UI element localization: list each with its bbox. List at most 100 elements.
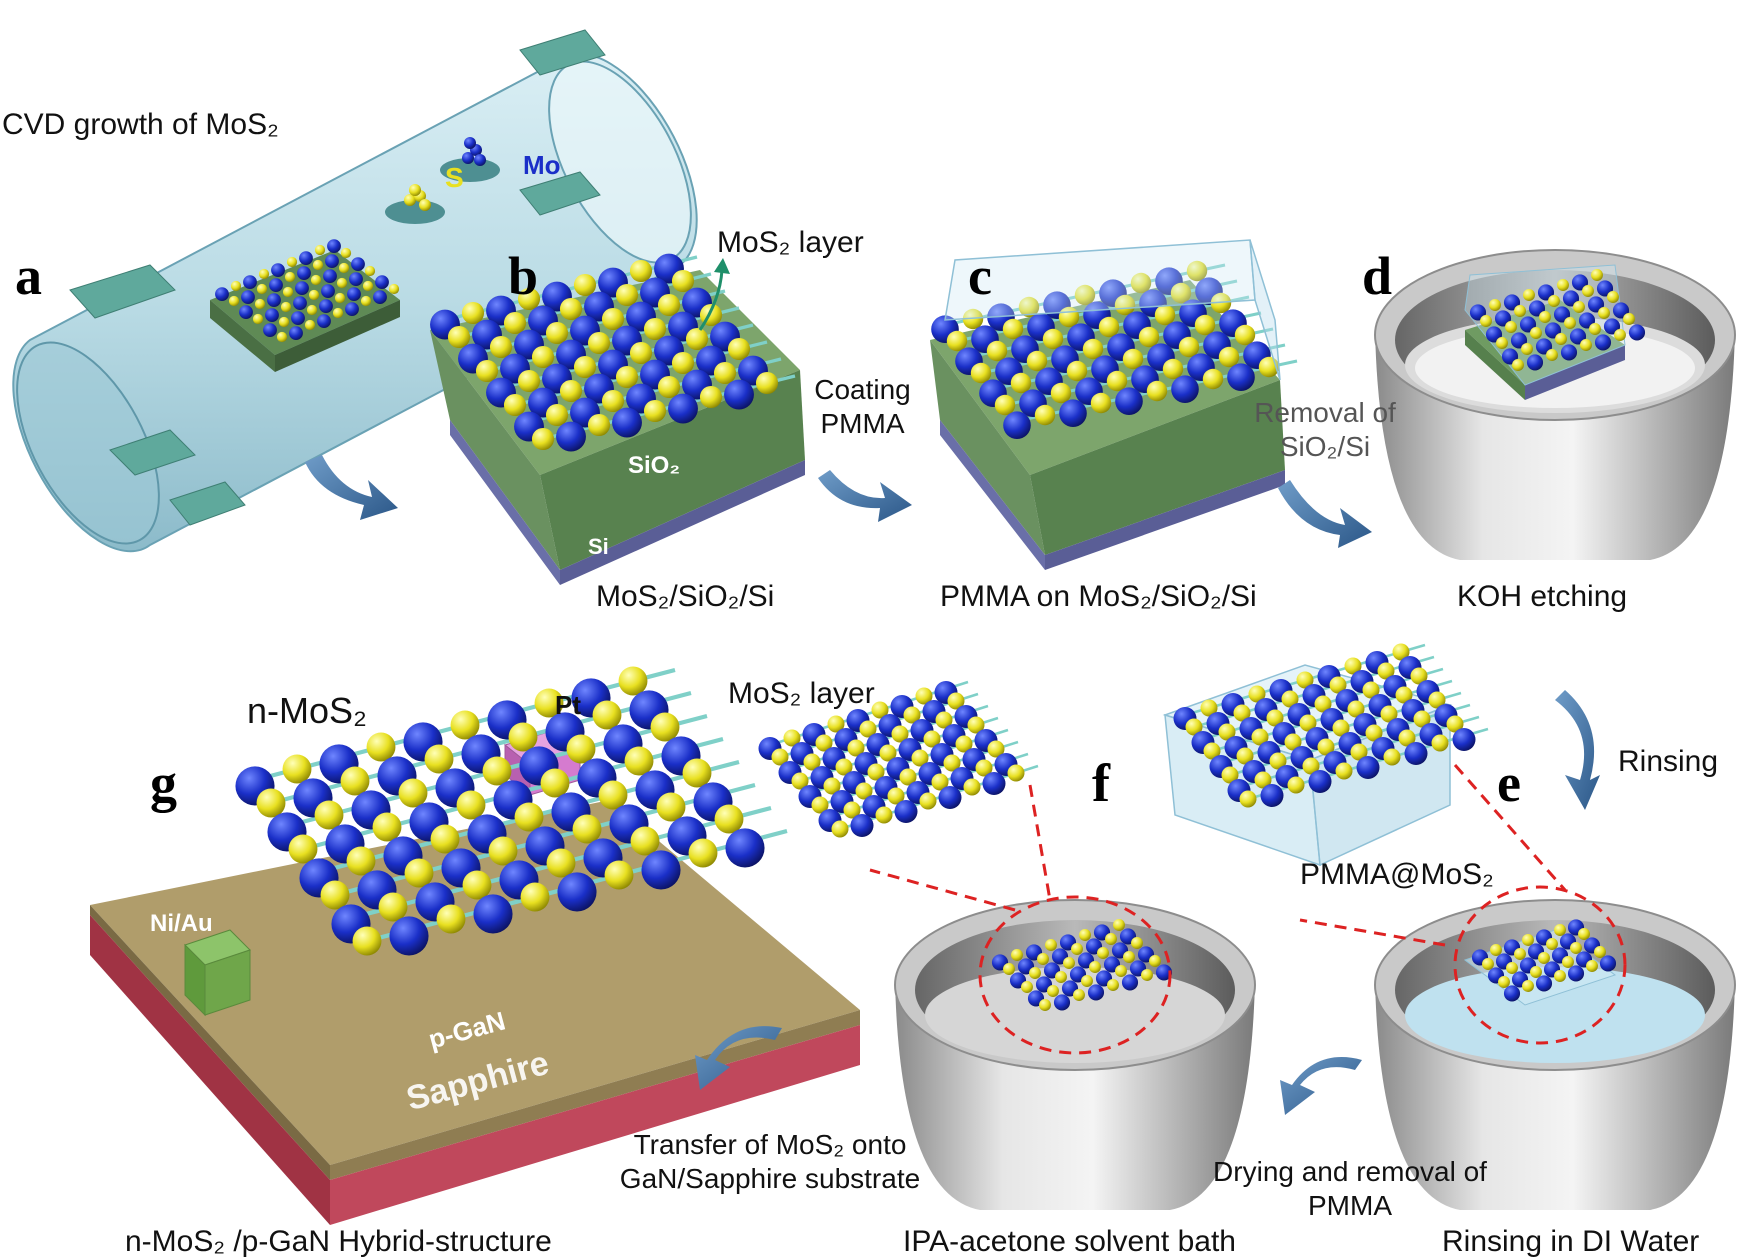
s-atom [531, 345, 555, 369]
mo-atom [1519, 316, 1537, 333]
mo-atom [1260, 784, 1284, 807]
s-atom [1490, 944, 1502, 956]
mo-atom [1121, 974, 1139, 991]
s-atom [1200, 699, 1218, 717]
s-atom [1123, 951, 1135, 963]
caption-g: n-MoS₂ /p-GaN Hybrid-structure [125, 1225, 552, 1258]
s-atom [1047, 985, 1059, 997]
caption-b: MoS₂/SiO₂/Si [596, 580, 775, 613]
s-atom [517, 369, 541, 393]
panel-label-e: e [1497, 753, 1521, 813]
mo-atom [291, 311, 305, 325]
beaker-f [894, 899, 1256, 1210]
mo-atom [243, 275, 257, 289]
mo-atom [668, 393, 698, 424]
s-atom [364, 265, 376, 277]
caption-f: IPA-acetone solvent bath [903, 1225, 1236, 1258]
s-atom [254, 298, 266, 310]
s-atom [657, 293, 681, 317]
mo-atom [1053, 994, 1071, 1011]
s-atom [1582, 285, 1594, 297]
s-atom [1350, 743, 1368, 761]
s-atom [1248, 685, 1266, 703]
s-atom [252, 313, 264, 325]
s-atom [1045, 939, 1057, 951]
s-atom [1034, 404, 1056, 426]
s-atom [503, 393, 527, 417]
mo-atom [1596, 280, 1614, 297]
mo-atom [323, 269, 337, 283]
s-atom [1011, 949, 1023, 961]
mo-atom [375, 275, 389, 289]
s-atom [970, 362, 992, 384]
s-atom [699, 385, 723, 409]
mo-atom [1537, 284, 1555, 301]
mo-atom [1087, 984, 1105, 1001]
s-atom [1573, 301, 1585, 313]
s-atom [378, 892, 408, 922]
s-atom [1591, 269, 1603, 281]
arrow-f-to-g [695, 1026, 782, 1090]
s-atom [280, 301, 292, 313]
s-atom [284, 271, 296, 283]
mo-atom [1404, 742, 1428, 765]
mos2-lattice-e-top [1173, 643, 1489, 808]
mo-atom [557, 872, 597, 912]
s-atom [1554, 924, 1566, 936]
mo-atom [1560, 344, 1578, 361]
mo-atom [345, 302, 359, 316]
s-atom [430, 824, 460, 854]
mo-atom [327, 239, 341, 254]
s-atom [1480, 315, 1492, 327]
s-atom [615, 283, 639, 307]
s-atom [1266, 709, 1284, 727]
s-atom [847, 739, 865, 757]
s-atom [1332, 719, 1350, 737]
s-atom [572, 814, 602, 844]
s-atom [643, 317, 667, 341]
arrow-b-to-c [818, 470, 912, 522]
s-atom [835, 758, 853, 776]
s-atom [1413, 710, 1431, 728]
s-atom [618, 666, 648, 696]
s-atom [1496, 337, 1508, 349]
s-atom [601, 307, 625, 331]
s-atom [1578, 928, 1590, 940]
mo-atom [1594, 334, 1612, 351]
mo-atom [612, 407, 642, 438]
s-atom [1506, 962, 1518, 974]
s-atom [332, 307, 344, 319]
mo-atom [1308, 770, 1332, 793]
mos2-lattice-g [235, 666, 788, 956]
mo-atom [1612, 302, 1630, 319]
s-atom [1186, 260, 1208, 282]
mos2-lattice-d [1469, 269, 1646, 371]
arrow-a-to-b [305, 455, 398, 520]
mo-atom [241, 290, 255, 304]
s-atom [604, 860, 634, 890]
mo-atom [347, 287, 361, 301]
s-atom [1149, 955, 1161, 967]
s-atom [1007, 764, 1025, 782]
s-atom [629, 259, 653, 283]
s-atom [1026, 350, 1048, 372]
s-atom [1554, 970, 1566, 982]
s-atom [650, 712, 680, 742]
s-atom [388, 283, 400, 295]
mo-atom [317, 314, 331, 328]
s-atom [308, 289, 320, 301]
s-atom [372, 812, 402, 842]
s-atom [1254, 771, 1272, 789]
mo-atom [293, 296, 307, 310]
s-atom [629, 341, 653, 365]
s-atom [1548, 295, 1560, 307]
s-atom [1586, 960, 1598, 972]
s-atom [1299, 714, 1317, 732]
mo-atom [1603, 318, 1621, 335]
s-atom [923, 730, 941, 748]
s-atom [1178, 336, 1200, 358]
s-atom [340, 247, 352, 259]
mo-atom [850, 814, 874, 837]
caption-d: KOH etching [1457, 580, 1628, 613]
